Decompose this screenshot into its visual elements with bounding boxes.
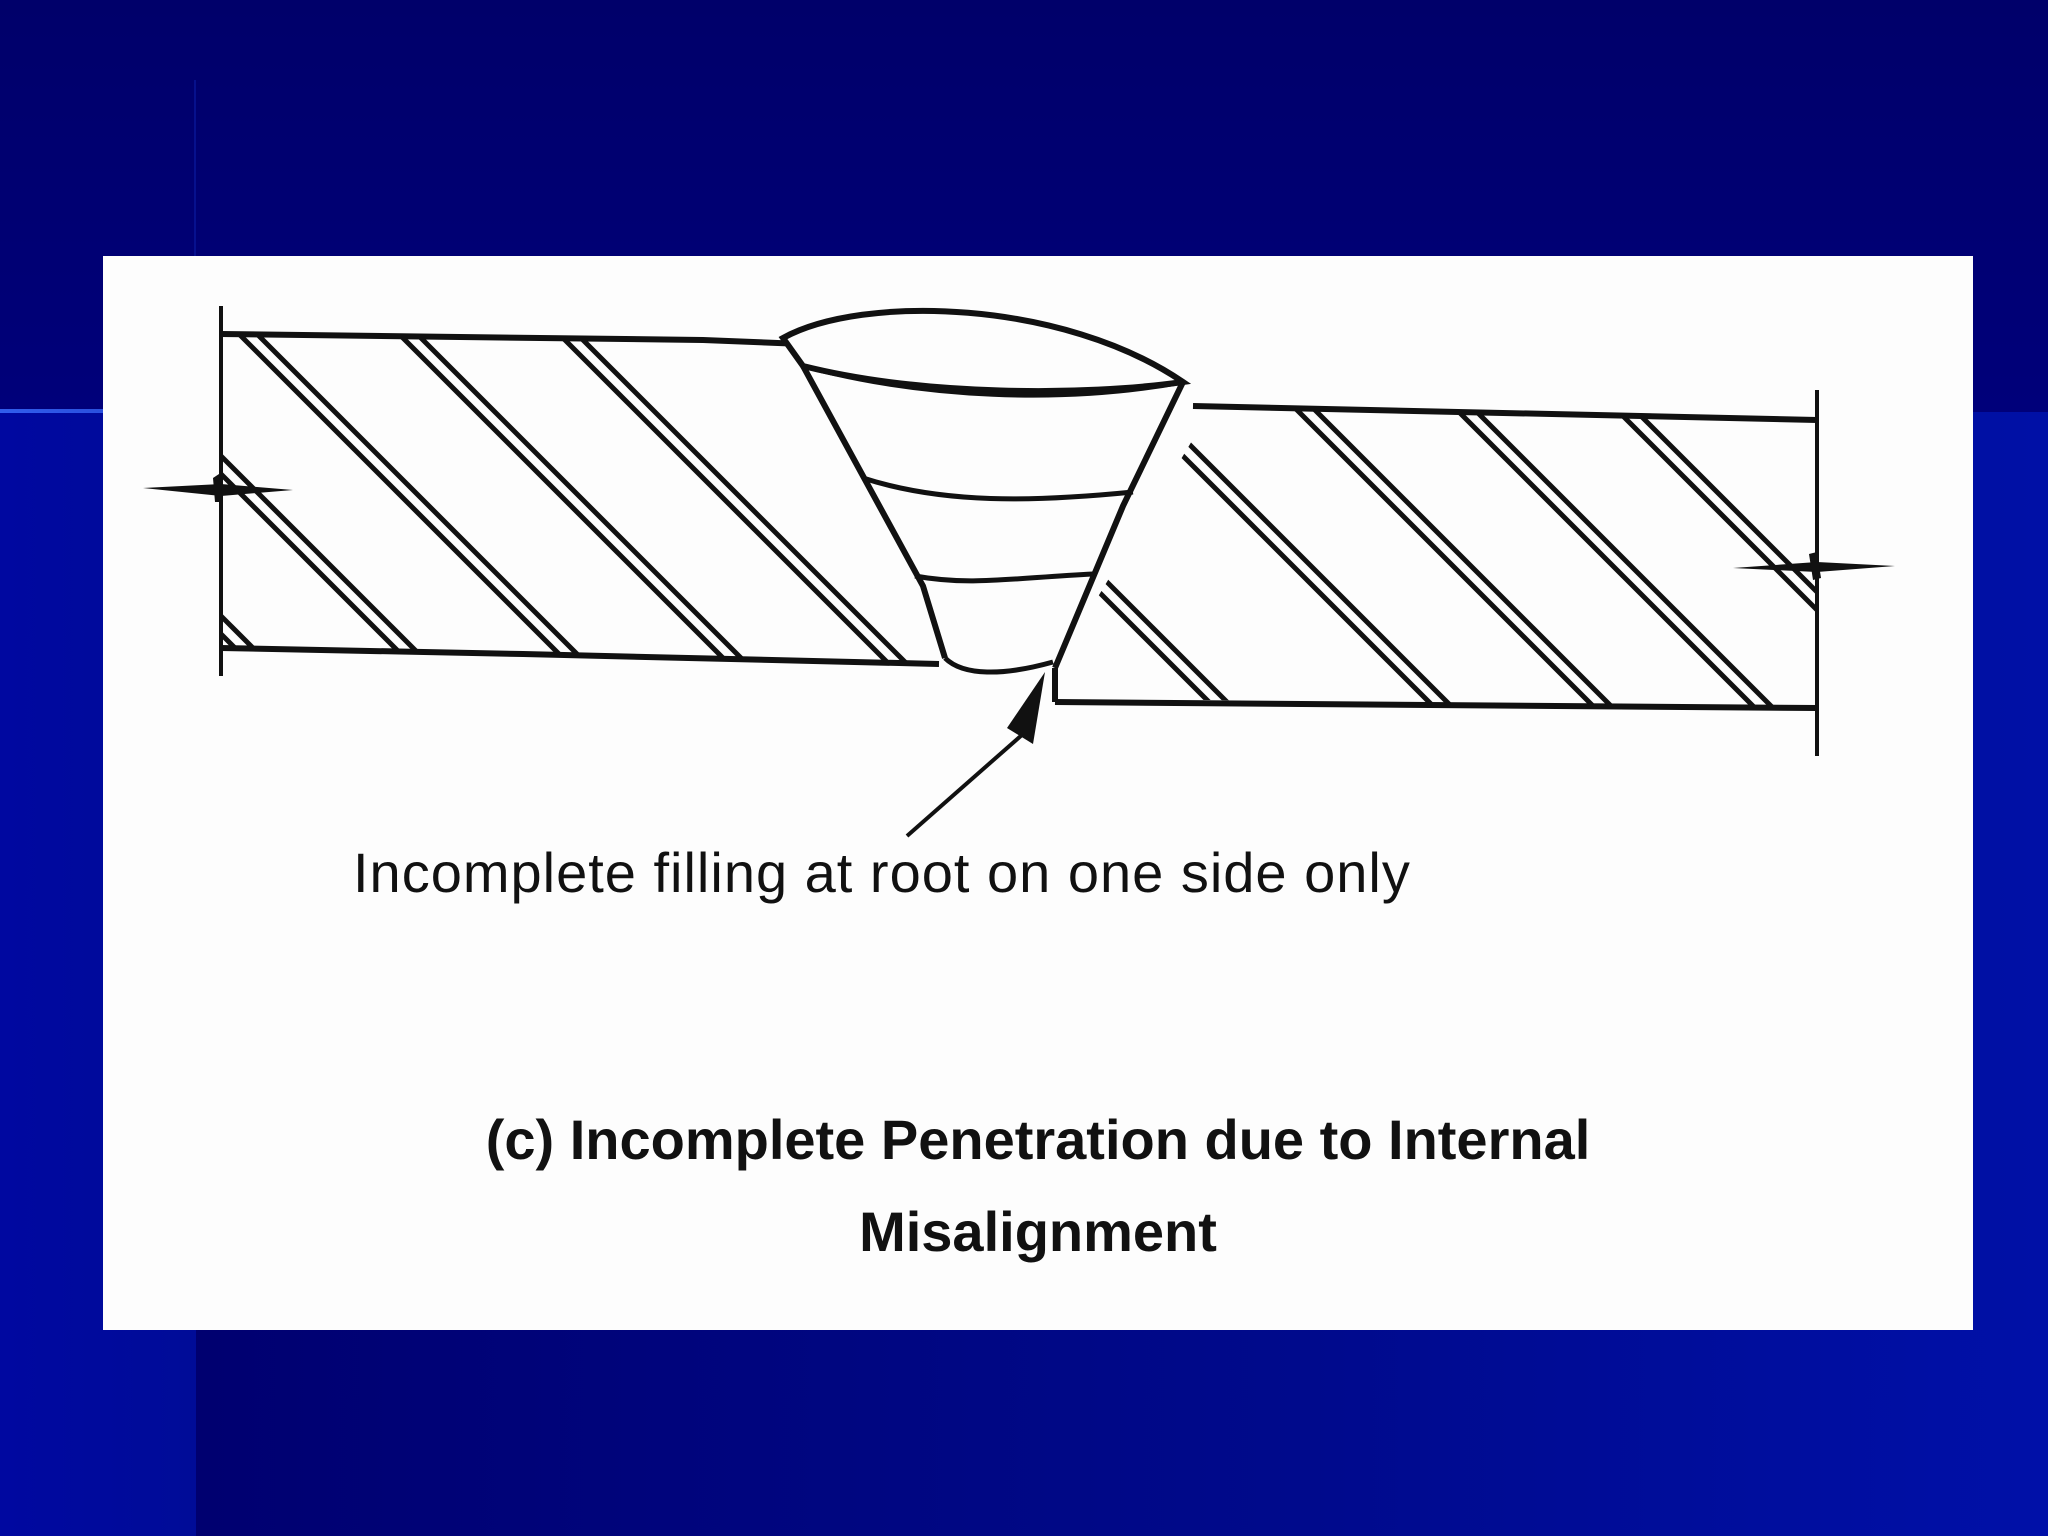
callout-arrow	[905, 672, 1045, 838]
right-plate	[1052, 390, 1895, 756]
caption-line-2: Misalignment	[859, 1200, 1217, 1263]
caption-line-1: (c) Incomplete Penetration due to Intern…	[485, 1108, 1591, 1171]
weld-bead	[778, 307, 1192, 675]
accent-line	[0, 409, 196, 413]
callout-label: Incomplete filling at root on one side o…	[353, 841, 1411, 904]
figure-caption: (c) Incomplete Penetration due to Intern…	[103, 1094, 1973, 1278]
figure-panel: Incomplete filling at root on one side o…	[103, 256, 1973, 1330]
left-plate	[143, 306, 940, 676]
weld-joint-diagram	[143, 306, 1895, 838]
slide-background-bottom	[196, 1330, 2048, 1536]
accent-vertical-line	[194, 80, 196, 410]
